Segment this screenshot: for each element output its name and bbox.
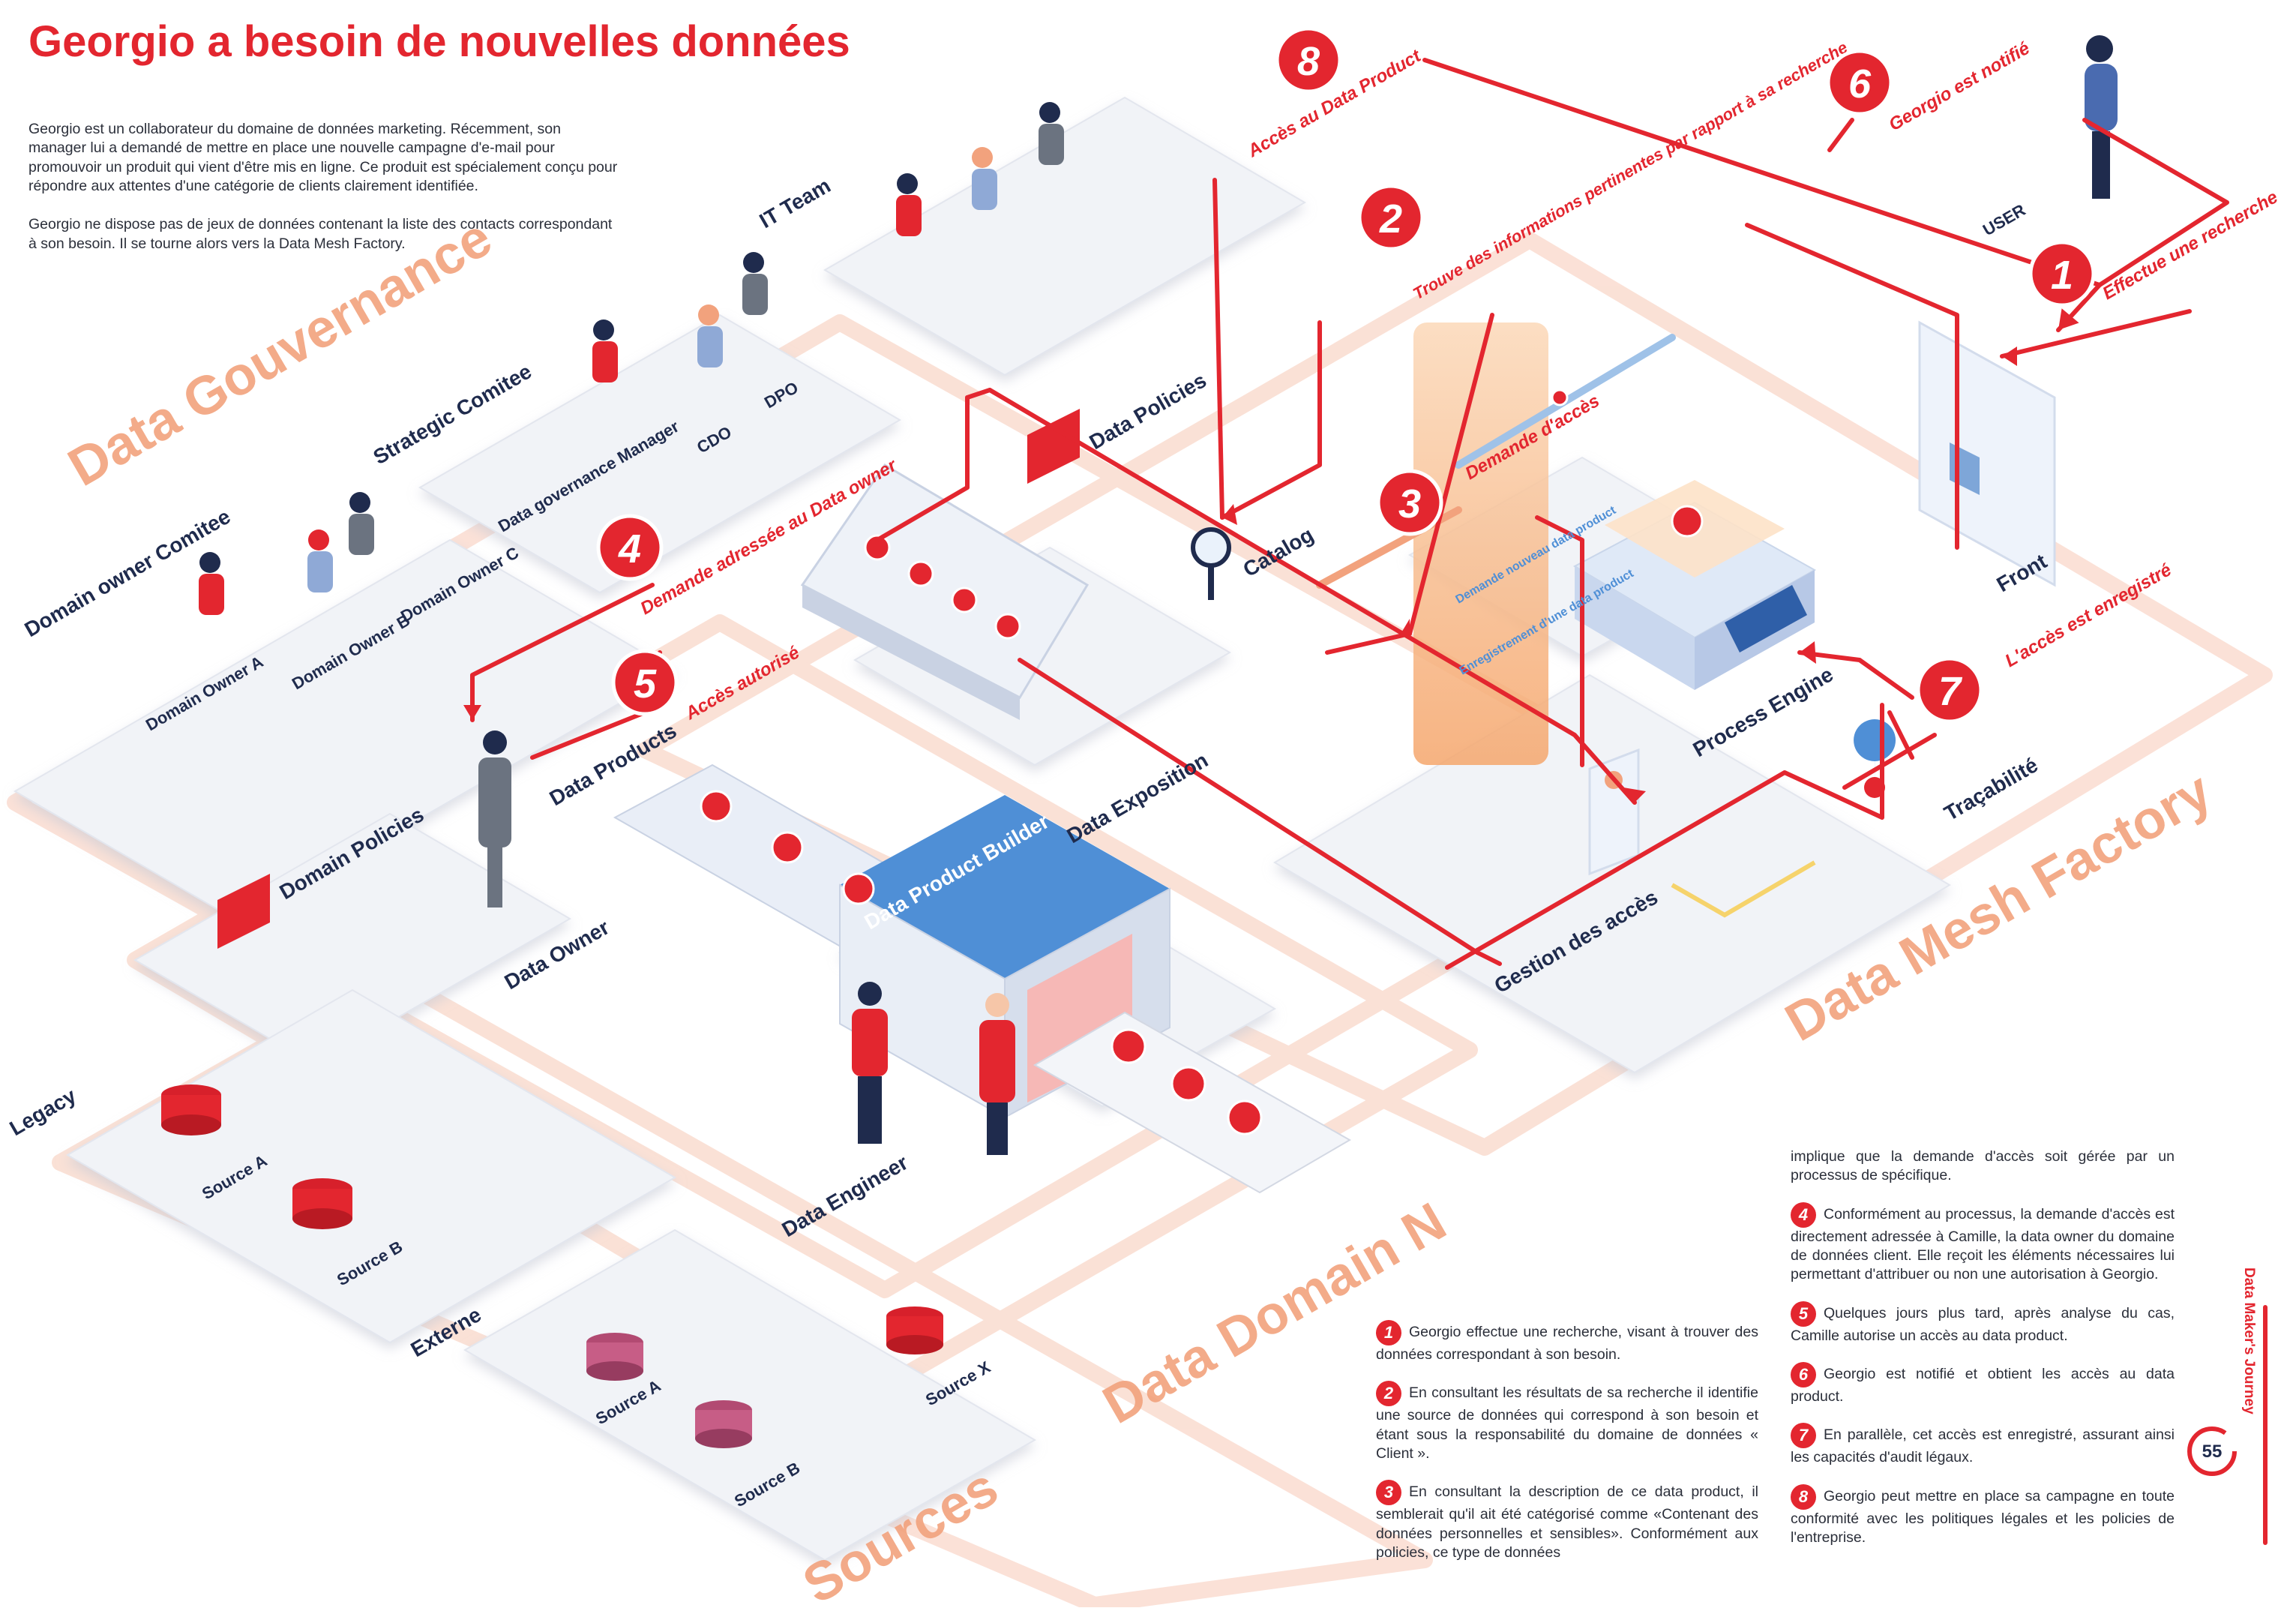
side-title: Data Maker's Journey — [2241, 1268, 2257, 1414]
callout-1-text: Effectue une recherche — [2100, 187, 2282, 304]
process-engine-machine — [1572, 480, 1817, 690]
svg-text:1: 1 — [2051, 253, 2073, 298]
intro-paragraph-1: Georgio est un collaborateur du domaine … — [28, 121, 618, 195]
data-policies-folder-icon — [1027, 409, 1080, 484]
gestion-acces-card-icon — [1588, 748, 1640, 876]
callout-2: 2 Trouve des informations pertinentes pa… — [1357, 38, 1851, 303]
callout-6-text: Georgio est notifié — [1886, 38, 2034, 135]
front-monitor — [1918, 320, 2056, 587]
page-number-badge: 55 — [2187, 1426, 2237, 1476]
data-product-globes — [700, 388, 1704, 1136]
label-user: USER — [1980, 200, 2029, 239]
user-georgio-figure — [2085, 35, 2118, 199]
callout-8: 8 Accès au Data Product — [1244, 26, 1425, 162]
side-bar-accent — [2263, 1305, 2268, 1545]
data-engineer-figure-1 — [852, 982, 888, 1144]
data-owner-figure — [478, 730, 511, 908]
svg-text:6: 6 — [1848, 62, 1872, 106]
label-domain-owner-comitee: Domain owner Comitee — [21, 505, 235, 641]
tracabilite-pin-icon — [1854, 719, 1896, 810]
step-3-continued: implique que la demande d'accès soit gér… — [1791, 1148, 2175, 1184]
flow-arrowheads — [463, 308, 2079, 802]
svg-text:7: 7 — [1938, 669, 1963, 714]
label-legacy: Legacy — [6, 1084, 80, 1140]
intro-paragraph-2: Georgio ne dispose pas de jeux de donnée… — [28, 216, 613, 252]
svg-text:8: 8 — [1297, 39, 1320, 84]
externe-source-a-db — [586, 1333, 643, 1381]
source-x-db — [886, 1306, 943, 1354]
database-stacks — [161, 1084, 943, 1448]
it-team-figures — [896, 102, 1064, 236]
svg-text:5: 5 — [634, 662, 657, 706]
data-exposition-display — [800, 463, 1090, 720]
intro-text: Georgio est un collaborateur du domaine … — [28, 120, 621, 273]
svg-text:3: 3 — [1398, 482, 1421, 526]
people — [199, 35, 2118, 1155]
legacy-source-a-db — [161, 1084, 221, 1136]
catalog-magnifier-icon — [1191, 527, 1231, 600]
label-data-exposition: Data Exposition — [1063, 748, 1212, 848]
externe-source-b-db — [695, 1400, 752, 1448]
data-engineer-figure-2 — [979, 993, 1015, 1155]
page-number: 55 — [2202, 1442, 2223, 1462]
steps-column-right: implique que la demande d'accès soit gér… — [1791, 1148, 2175, 1564]
domain-policies-folder-icon — [217, 874, 270, 949]
legacy-source-b-db — [292, 1178, 352, 1229]
tracabilite-connector — [1671, 860, 1816, 918]
strategic-comitee-figures — [592, 252, 768, 382]
callout-6: 6 Georgio est notifié — [1826, 38, 2034, 135]
svg-text:2: 2 — [1379, 196, 1402, 242]
page-title: Georgio a besoin de nouvelles données — [28, 17, 850, 66]
svg-text:4: 4 — [618, 526, 641, 572]
callout-7: 7 L'accès est enregistré — [1916, 560, 2175, 724]
domain-owner-figures — [199, 492, 374, 615]
label-it-team: IT Team — [756, 173, 835, 232]
callout-5-text: Accès autorisé — [682, 642, 803, 724]
